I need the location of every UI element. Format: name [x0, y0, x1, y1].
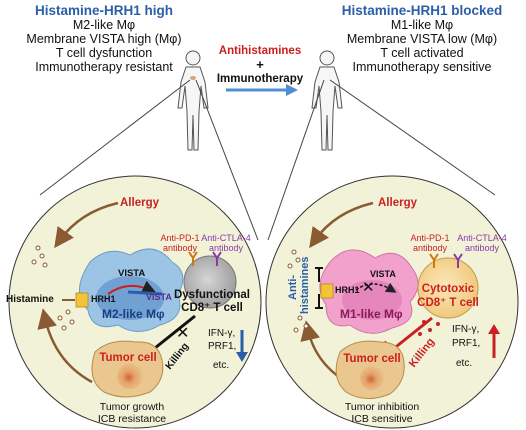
tumor-cell-label: Tumor cell — [99, 352, 156, 364]
anti-pd1-label: antibody — [163, 243, 198, 253]
human-figure-left — [177, 50, 209, 151]
left-header-line: M2-like Mφ — [72, 18, 136, 32]
vista-label-top: VISTA — [118, 268, 145, 279]
m1-macrophage-label: M1-like Mφ — [340, 307, 403, 321]
hrh1-receptor — [75, 292, 89, 308]
cytokine-label-right: etc. — [456, 358, 472, 369]
left-header-title: Histamine-HRH1 high — [34, 3, 173, 18]
hrh1-label-right: HRH1 — [335, 285, 360, 295]
left-footer-line1: Tumor growth — [100, 401, 165, 413]
vista-label-side: VISTA — [146, 292, 172, 302]
anti-pd1-label: Anti-PD-1 — [160, 233, 199, 243]
left-header-line: Immunotherapy resistant — [35, 60, 173, 74]
allergy-label-right: Allergy — [378, 197, 418, 209]
allergy-arrow — [54, 201, 119, 249]
human-figure-right — [311, 50, 343, 151]
cytokine-label: etc. — [213, 360, 229, 371]
anti-ctla4-label: Anti-CTLA-4 — [201, 233, 251, 243]
right-header-line: Immunotherapy sensitive — [352, 60, 492, 74]
anti-pd1-antibody-icon — [188, 251, 198, 266]
right-header: Histamine-HRH1 blocked M1-like Mφ Membra… — [320, 3, 524, 74]
allergy-arrow-right — [309, 201, 374, 249]
right-header-line: T cell activated — [380, 46, 464, 60]
anti-pd1-label-right: Anti-PD-1 — [410, 233, 449, 243]
treatment-arrowhead — [286, 84, 298, 96]
tumor-nucleus-right — [360, 366, 384, 390]
histamine-dots-right — [287, 249, 309, 333]
tcell-label-line1-right: Cytotoxic — [422, 283, 475, 295]
vista-label-right: VISTA — [370, 269, 396, 279]
dysfunctional-tcell — [183, 255, 237, 309]
cytokine-label: IFN-γ, — [208, 328, 235, 339]
vista-block-mark: ✕ — [362, 279, 375, 296]
left-header-line: Membrane VISTA high (Mφ) — [26, 32, 182, 46]
antihistamine-block-icon — [315, 267, 323, 309]
tcell-label-line2: CD8⁺ T cell — [181, 302, 243, 314]
antihistamines-label: histamines — [299, 257, 311, 314]
right-header-title: Histamine-HRH1 blocked — [341, 3, 503, 18]
tumor-to-histamine-arrow — [37, 308, 93, 384]
cytotoxic-tcell — [417, 257, 479, 319]
antihistamines-label: Antihistamines — [218, 45, 302, 57]
vista-membrane-arrow — [127, 290, 163, 296]
killing-inhibition-line — [149, 314, 196, 354]
anti-ctla4-label: antibody — [209, 243, 244, 253]
left-header-line: T cell dysfunction — [55, 46, 153, 60]
tcell-label-line1: Dysfunctional — [174, 289, 250, 301]
tumor-cell-label-right: Tumor cell — [343, 353, 400, 365]
anti-pd1-label-right: antibody — [413, 243, 448, 253]
right-header-line: M1-like Mφ — [390, 18, 454, 32]
left-header: Histamine-HRH1 high M2-like Mφ Membrane … — [4, 3, 204, 74]
treatment-label: Antihistamines + Immunotherapy — [208, 44, 312, 86]
tcell-label-line2-right: CD8⁺ T cell — [417, 297, 479, 309]
killing-block-mark: ✕ — [176, 325, 189, 342]
hrh1-receptor-right — [320, 283, 334, 299]
cytokine-label-right: IFN-γ, — [452, 324, 479, 335]
histamine-label: Histamine — [6, 294, 54, 305]
zoom-lines — [39, 79, 496, 241]
cytokine-down-arrowhead — [236, 352, 248, 362]
left-footer-line2: ICB resistance — [98, 413, 166, 425]
cytokine-label-right: PRF1, — [452, 338, 480, 349]
granule-dots — [418, 320, 440, 336]
tumor-nucleus — [117, 363, 143, 389]
right-footer-line2: ICB sensitive — [351, 413, 412, 425]
allergy-label: Allergy — [120, 197, 160, 209]
right-header-line: Membrane VISTA low (Mφ) — [346, 32, 498, 46]
immunotherapy-label: Immunotherapy — [216, 73, 304, 85]
anti-ctla4-antibody-icon — [212, 251, 222, 266]
hrh1-to-vista-arrow — [107, 280, 157, 295]
anti-pd1-antibody-icon-right — [429, 253, 439, 268]
plus-sign: + — [256, 57, 264, 72]
anti-ctla4-label-right: Anti-CTLA-4 — [457, 233, 507, 243]
antihistamines-label: Anti- — [287, 275, 299, 300]
right-footer-line1: Tumor inhibition — [345, 401, 419, 413]
cytokine-up-arrowhead — [488, 324, 500, 334]
m2-macrophage-label: M2-like Mφ — [102, 307, 165, 321]
hrh1-label: HRH1 — [91, 294, 116, 304]
anti-ctla4-antibody-icon-right — [453, 253, 463, 268]
cytokine-label: PRF1, — [208, 341, 236, 352]
anti-ctla4-label-right: antibody — [465, 243, 500, 253]
